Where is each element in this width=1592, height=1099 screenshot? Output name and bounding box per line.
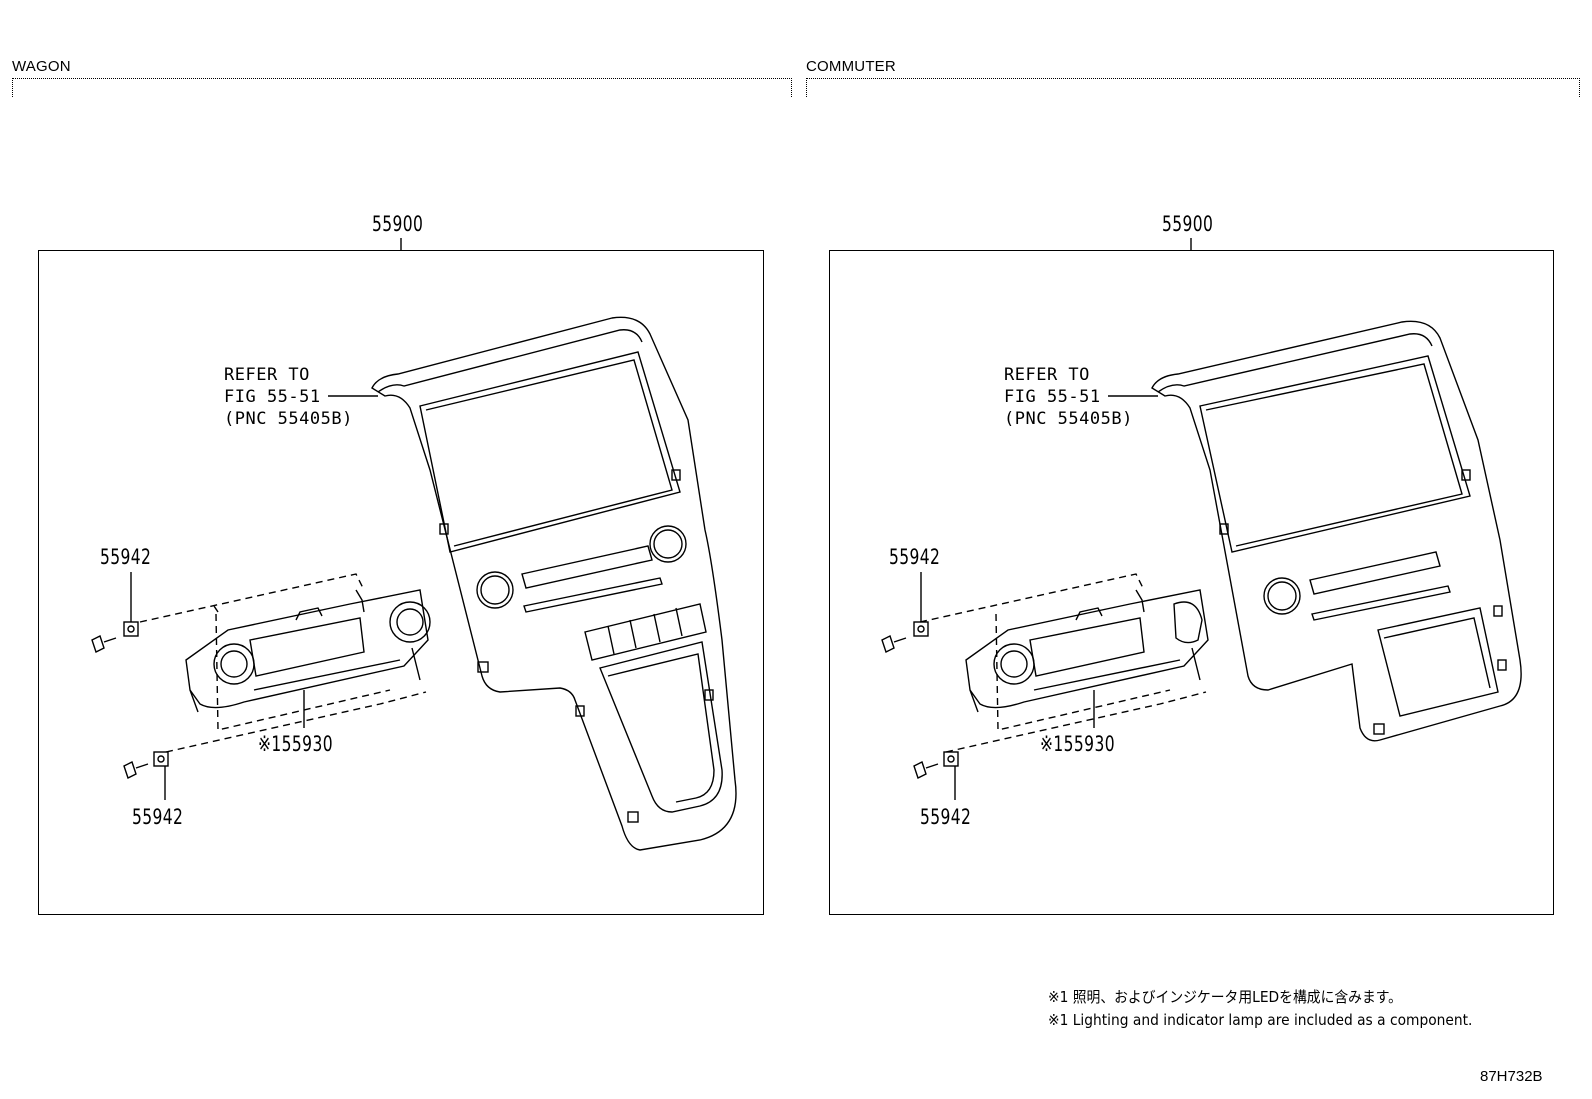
screen-opening <box>419 351 681 553</box>
screw-number-lower-wagon[interactable]: 55942 <box>132 805 184 829</box>
section-label-commuter: COMMUTER <box>806 58 896 75</box>
refer-line-1: REFER TO <box>1004 365 1090 385</box>
refer-note-commuter[interactable]: REFER TO FIG 55-51 (PNC 55405B) <box>1004 364 1133 430</box>
refer-line-3: (PNC 55405B) <box>224 409 353 429</box>
lower-console-opening <box>1377 607 1499 717</box>
screw-number-lower-commuter[interactable]: 55942 <box>920 805 972 829</box>
center-panel-bezel <box>371 316 737 851</box>
footnote-english: ※1 Lighting and indicator lamp are inclu… <box>1048 1011 1473 1029</box>
lower-console-opening <box>599 641 723 813</box>
refer-line-3: (PNC 55405B) <box>1004 409 1133 429</box>
figure-code: 87H732B <box>1480 1068 1543 1085</box>
control-unit-number-commuter[interactable]: ※155930 <box>1040 732 1115 756</box>
screw-upper <box>91 635 117 653</box>
right-knob-opening <box>649 525 687 563</box>
display-slot <box>1309 551 1441 595</box>
clip-nut-upper <box>913 621 929 637</box>
screw-lower <box>123 761 149 779</box>
ac-control-unit-commuter <box>965 589 1209 713</box>
display-slot <box>521 545 653 589</box>
refer-line-1: REFER TO <box>224 365 310 385</box>
commuter-line-art <box>881 238 1522 800</box>
diagram-frame-wagon <box>38 250 764 915</box>
screw-number-upper-wagon[interactable]: 55942 <box>100 545 152 569</box>
control-unit-number-wagon[interactable]: ※155930 <box>258 732 333 756</box>
screw-lower <box>913 761 939 779</box>
clip-nut-upper <box>123 621 139 637</box>
footnote-japanese: ※1 照明、およびインジケータ用LEDを構成に含みます。 <box>1048 988 1402 1006</box>
refer-note-wagon[interactable]: REFER TO FIG 55-51 (PNC 55405B) <box>224 364 353 430</box>
screw-upper <box>881 635 907 653</box>
wagon-line-art <box>91 238 737 851</box>
clip-nut-lower <box>943 751 959 767</box>
clip-nut-lower <box>153 751 169 767</box>
section-bracket-wagon <box>12 78 792 97</box>
screen-opening <box>1199 355 1471 553</box>
assembly-number-wagon[interactable]: 55900 <box>372 212 424 236</box>
section-bracket-commuter <box>806 78 1580 97</box>
center-panel-bezel <box>1151 320 1522 742</box>
left-knob-opening <box>476 571 514 609</box>
section-label-wagon: WAGON <box>12 58 71 75</box>
switch-row <box>584 603 707 661</box>
refer-line-2: FIG 55-51 <box>224 387 321 407</box>
assembly-number-commuter[interactable]: 55900 <box>1162 212 1214 236</box>
screw-number-upper-commuter[interactable]: 55942 <box>889 545 941 569</box>
left-knob-opening <box>1263 577 1301 615</box>
ac-control-unit-wagon <box>185 589 431 713</box>
refer-line-2: FIG 55-51 <box>1004 387 1101 407</box>
diagram-frame-commuter <box>829 250 1554 915</box>
